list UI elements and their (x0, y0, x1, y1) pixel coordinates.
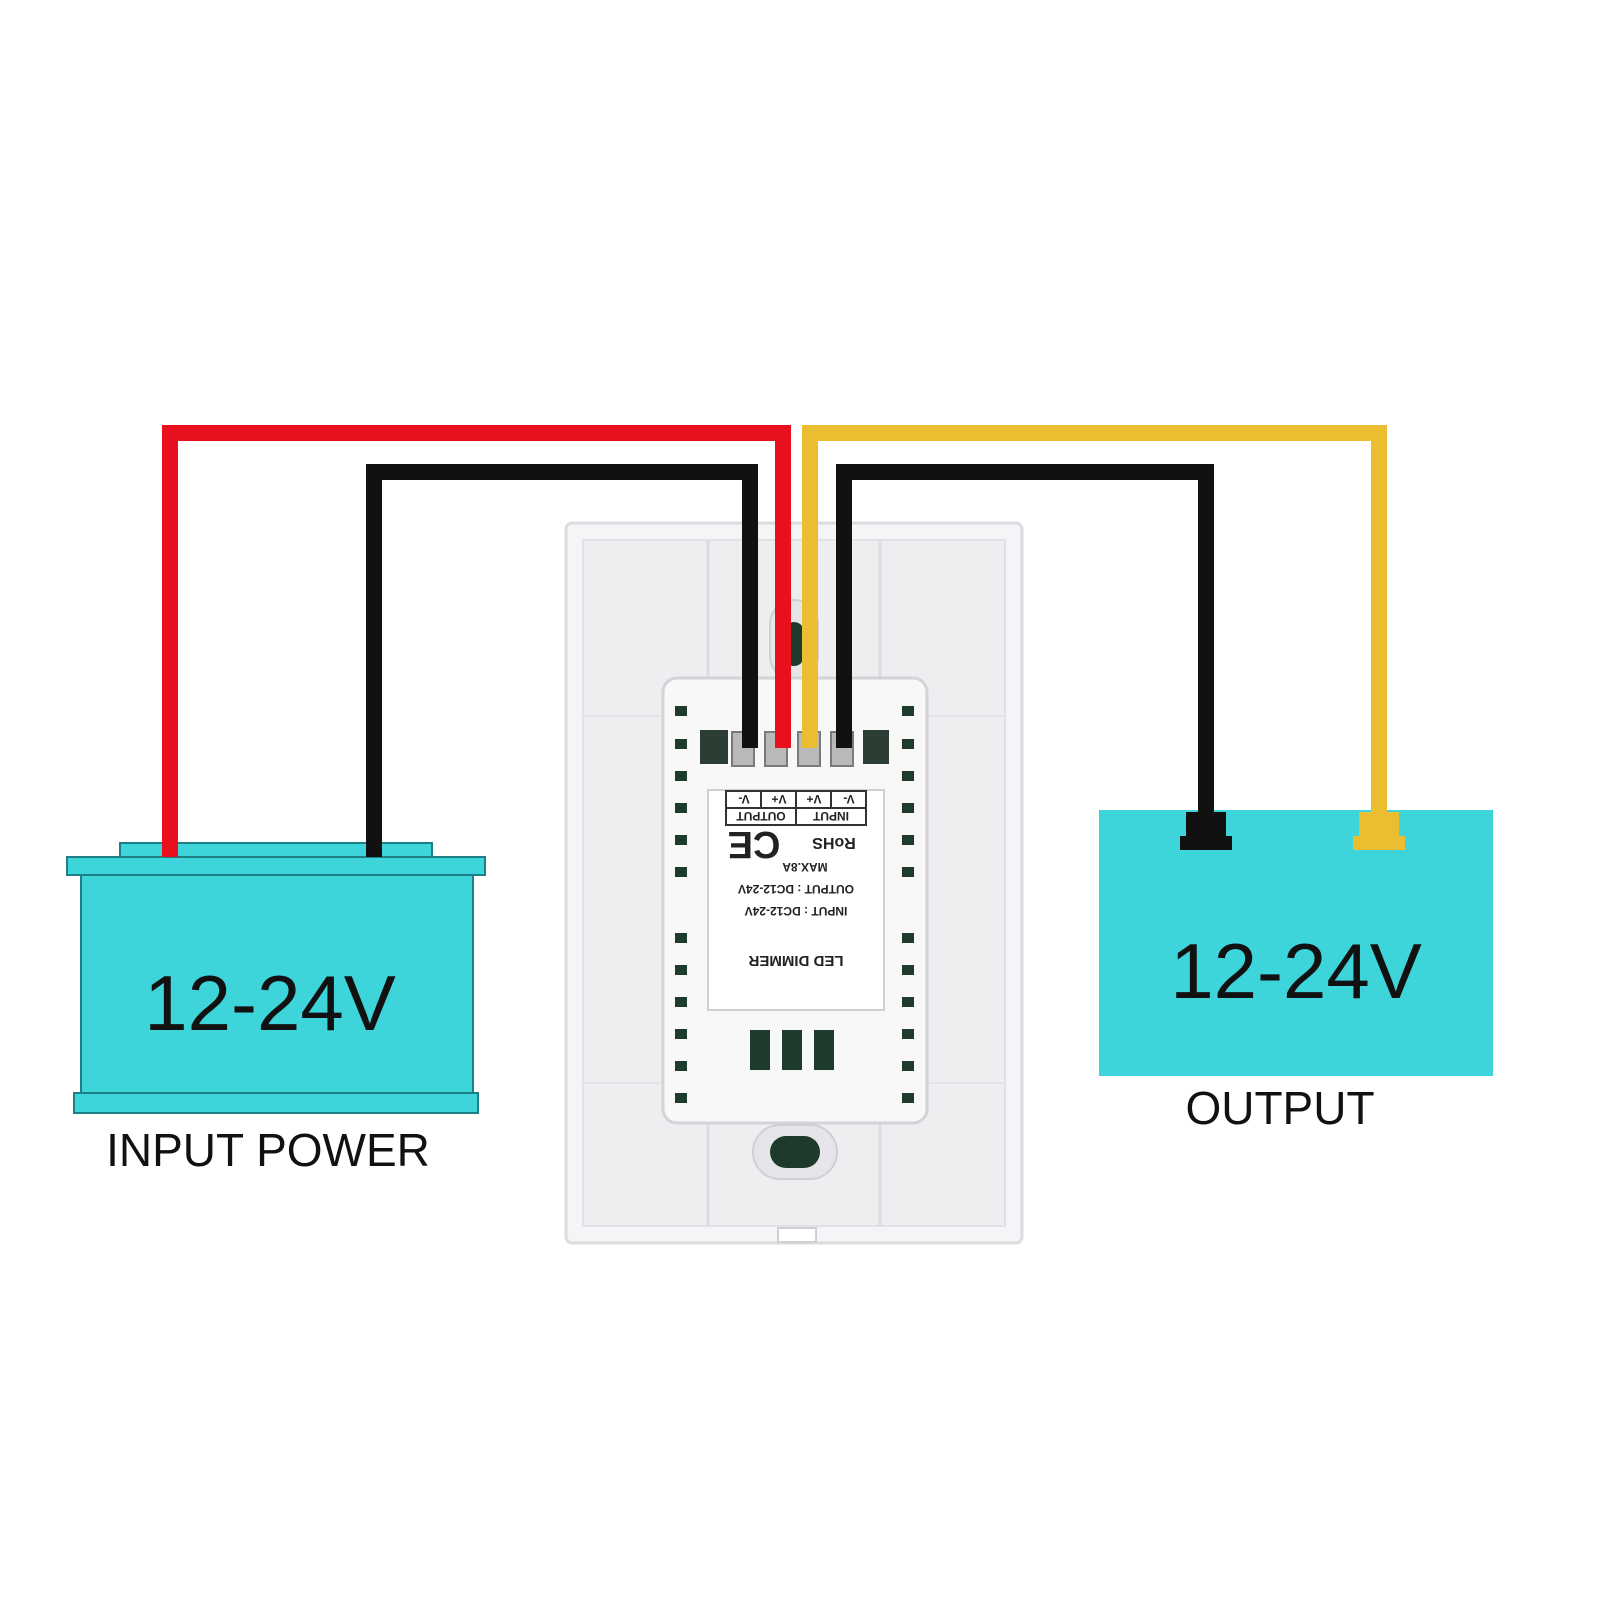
load-negative-terminal (1186, 812, 1226, 838)
wire-output-negative-black (836, 464, 1214, 812)
vent-slot (902, 997, 914, 1007)
output-load-block: 12-24V (1099, 810, 1493, 1076)
vent-slot (902, 706, 914, 716)
rohs-mark: RoHS (812, 834, 856, 851)
bottom-led-slots (750, 1030, 834, 1070)
terminal-header-2: V+ (771, 792, 786, 806)
vent-slot (675, 997, 687, 1007)
input-power-battery: 12-24V (66, 842, 486, 1114)
vent-slot (902, 835, 914, 845)
output-spec-text: OUTPUT : DC12-24V (738, 882, 854, 896)
vent-slot (675, 933, 687, 943)
vent-slot (675, 706, 687, 716)
wire-input-positive-red (162, 425, 791, 857)
vent-slot (902, 1061, 914, 1071)
vent-slot (675, 867, 687, 877)
input-voltage-label: 12-24V (144, 959, 396, 1047)
vent-slot (902, 739, 914, 749)
terminal-header-3: V+ (806, 792, 821, 806)
vent-slot (902, 933, 914, 943)
vent-slot (902, 965, 914, 975)
group-header-input: INPUT (812, 809, 849, 823)
vent-slot (902, 803, 914, 813)
vent-slot (675, 835, 687, 845)
vent-slot (675, 771, 687, 781)
terminal-header-4: V- (843, 792, 854, 806)
vent-slot (675, 1061, 687, 1071)
vent-slot (902, 867, 914, 877)
group-header-output: OUTPUT (736, 809, 786, 823)
vent-slot (675, 739, 687, 749)
vent-slot (902, 771, 914, 781)
vent-slots-right (902, 706, 914, 1103)
load-positive-terminal (1359, 812, 1399, 838)
vent-slots-left (675, 706, 687, 1103)
product-label: INPUT OUTPUT V- V+ V+ V- RoHS CE MAX.8A … (707, 789, 885, 1011)
vent-slot (902, 1093, 914, 1103)
wire-output-positive-yellow (802, 425, 1387, 812)
input-spec-text: INPUT : DC12-24V (745, 904, 848, 918)
input-power-caption: INPUT POWER (106, 1124, 430, 1176)
terminal-header-1: V- (738, 792, 749, 806)
vent-slot (675, 1029, 687, 1039)
vent-slot (675, 965, 687, 975)
vent-slot (675, 803, 687, 813)
vent-slot (902, 1029, 914, 1039)
wire-input-negative-black (366, 464, 758, 857)
output-caption: OUTPUT (1185, 1082, 1374, 1134)
output-voltage-label: 12-24V (1170, 927, 1422, 1015)
product-name-text: LED DIMMER (748, 952, 843, 969)
max-current-text: MAX.8A (782, 860, 828, 874)
ce-mark: CE (728, 823, 781, 865)
wires (162, 425, 1387, 857)
vent-slot (675, 1093, 687, 1103)
